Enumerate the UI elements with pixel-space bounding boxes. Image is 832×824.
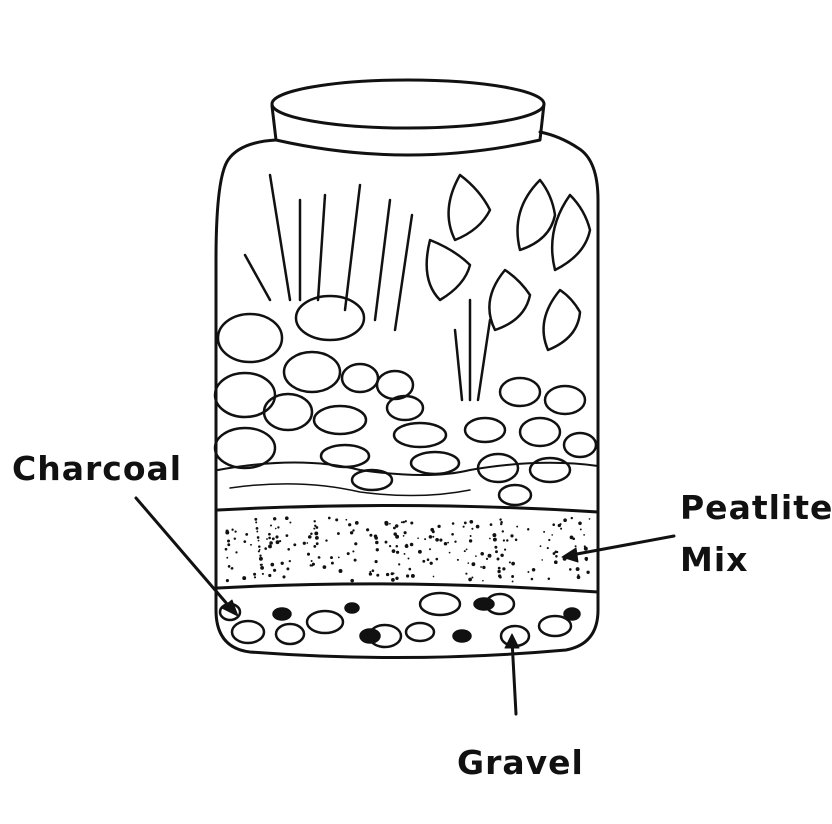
peatlite-label-line1: Peatlite (680, 488, 832, 527)
peatlite-speckles (224, 516, 591, 583)
gravel-arrowhead (504, 633, 520, 649)
charcoal-arrowhead (221, 599, 239, 617)
ground-surface (217, 461, 599, 476)
peatlite-arrow (564, 534, 676, 558)
charcoal-arrow (134, 496, 236, 614)
peatlite-label-line2: Mix (680, 540, 749, 579)
arrowhead-plant (425, 173, 592, 402)
gravel-label: Gravel (457, 743, 584, 782)
peatlite-bottom-line (216, 582, 600, 594)
jar-lid (270, 78, 546, 157)
soil-top-line (216, 503, 600, 514)
charcoal-layer (272, 597, 581, 644)
gravel-arrow (510, 638, 518, 716)
bushy-plant (463, 376, 598, 507)
label-arrows (134, 496, 676, 716)
charcoal-label: Charcoal (12, 449, 183, 488)
stem-plants (243, 173, 414, 332)
gravel-layer (218, 591, 573, 649)
rosette-plant (312, 362, 461, 492)
jar-body (214, 130, 600, 660)
round-leaf-plant (213, 294, 366, 470)
peatlite-arrowhead (561, 547, 579, 563)
